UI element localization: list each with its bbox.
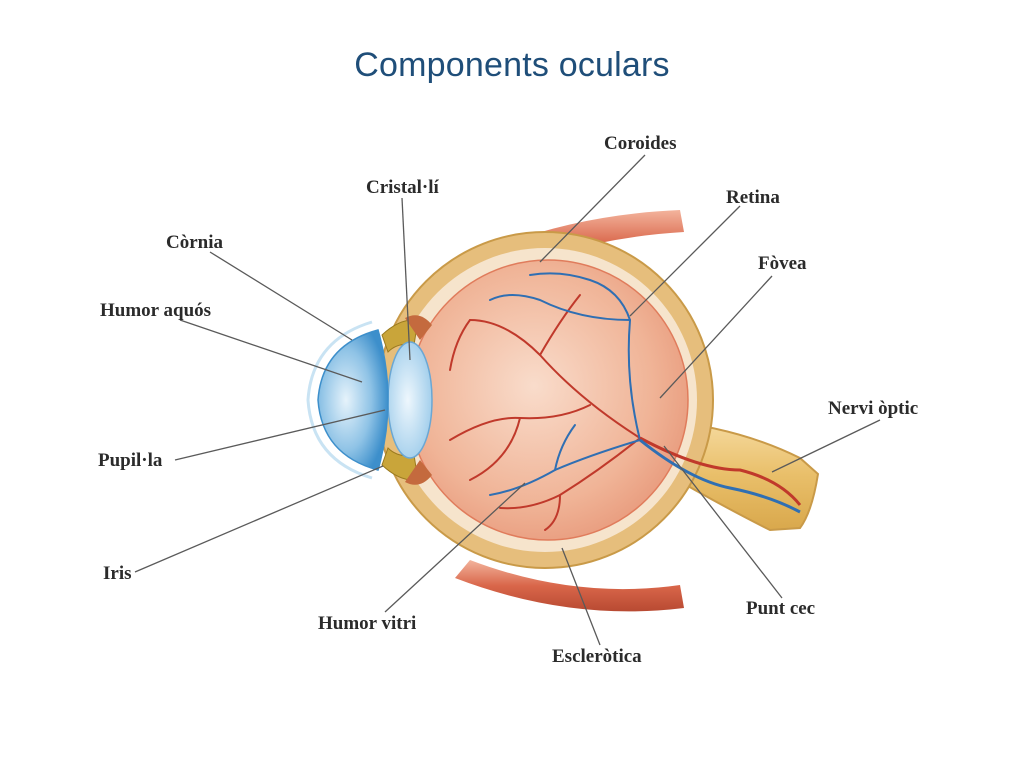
label-humor-vitri: Humor vitri [318,613,417,634]
label-punt-cec: Punt cec [746,598,816,619]
label-pupilla: Pupil·la [98,450,163,471]
cornea [317,329,389,471]
leader-lines [134,154,881,646]
ciliary-lower [405,460,432,485]
page-title: Components oculars [354,46,670,84]
nerve-vein [639,438,801,514]
cornea-edge [306,320,373,480]
label-retina: Retina [726,187,780,208]
lower-muscle [455,560,684,612]
label-coroides: Coroides [604,133,677,154]
label-nervi-optic: Nervi òptic [828,398,919,419]
nerve-artery [639,436,802,506]
label-humor-aquos: Humor aquós [100,300,212,321]
label-cornia: Còrnia [166,232,223,253]
label-fovea: Fòvea [758,253,807,274]
label-esclerotica: Escleròtica [552,646,642,667]
ciliary-upper [405,315,432,340]
veins [489,272,641,496]
label-cristalli: Cristal·lí [366,177,439,198]
vitreous-body [407,259,689,541]
arteries [449,294,641,531]
label-iris: Iris [103,563,132,584]
